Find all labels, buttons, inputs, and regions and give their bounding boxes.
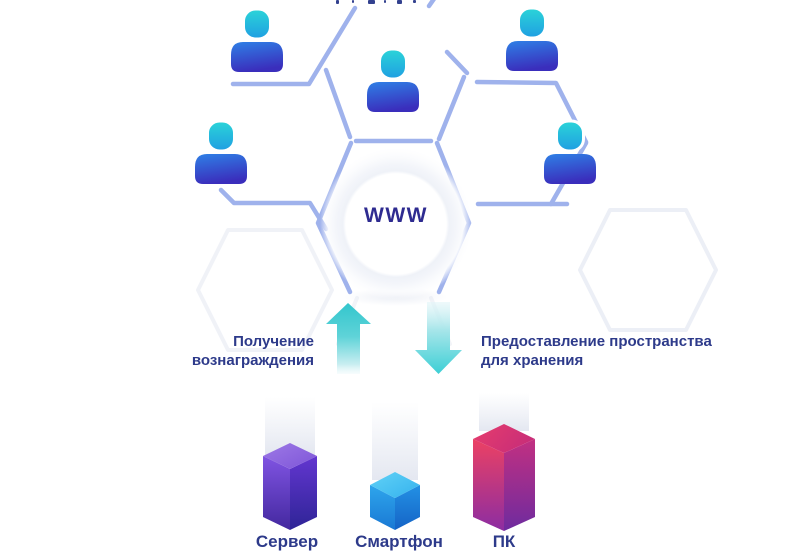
down-arrow-icon: [415, 302, 462, 374]
www-hub-label: WWW: [364, 204, 428, 227]
reward-label-line2: вознаграждения: [191, 352, 314, 369]
www-hub-circle: [320, 148, 472, 306]
storage-flow-label: Предоставление пространства для хранения: [481, 332, 751, 370]
server-label: Сервер: [255, 532, 319, 551]
pc-label: ПК: [492, 532, 516, 551]
storage-label-line2: для хранения: [481, 352, 584, 369]
smartphone-ghost-column: [372, 402, 418, 480]
user-icon: [365, 47, 421, 114]
user-icon: [193, 119, 249, 186]
user-icon: [229, 7, 285, 74]
reward-flow-label: Получение вознаграждения: [120, 332, 314, 370]
user-icon: [504, 6, 560, 73]
device-bars: [263, 393, 535, 531]
up-arrow-icon: [326, 303, 371, 374]
smartphone-label: Смартфон: [355, 532, 443, 551]
pc-bar: [473, 424, 535, 531]
server-bar: [263, 443, 317, 530]
flow-arrows: [326, 302, 462, 374]
reward-label-line1: Получение: [233, 333, 314, 350]
user-icon: [542, 119, 598, 186]
smartphone-cube: [370, 472, 420, 530]
storage-label-line1: Предоставление пространства: [481, 333, 712, 350]
